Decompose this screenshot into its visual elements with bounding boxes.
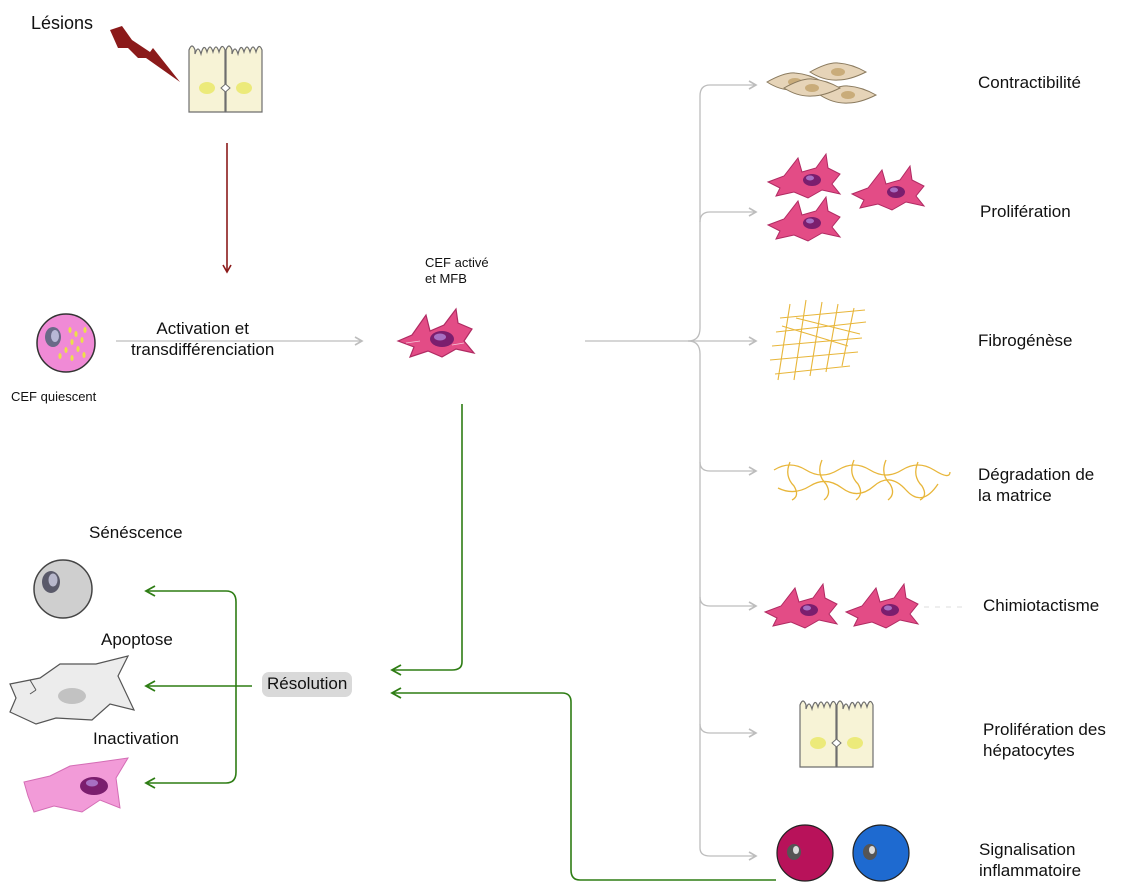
fibrogenesis-icon	[769, 299, 867, 381]
apoptotic-cell-icon	[9, 655, 136, 725]
outcome-chimiotactisme: Chimiotactisme	[983, 596, 1100, 615]
inactivation-label: Inactivation	[93, 729, 179, 748]
outcome-fibrogenese: Fibrogénèse	[978, 331, 1073, 350]
outcome-proliferation-hepatocytes: Prolifération des hépatocytes	[983, 720, 1106, 760]
lesions-label: Lésions	[31, 13, 94, 33]
inflammatory-cells-icon	[776, 824, 910, 882]
outcome-degradation-matrice: Dégradation de la matrice	[978, 465, 1095, 505]
matrix-degradation-icon	[773, 459, 951, 501]
activated-cell-icon	[397, 308, 475, 358]
senescence-label: Sénéscence	[89, 523, 183, 542]
contractile-cells-icon	[766, 62, 877, 104]
cef-quiescent-label: CEF quiescent	[11, 389, 97, 404]
hepatocyte-proliferation-icon	[799, 700, 874, 768]
outcome-proliferation: Prolifération	[980, 202, 1071, 221]
chemotaxis-cells-icon	[764, 583, 964, 629]
senescent-cell-icon	[33, 559, 93, 619]
outcome-branches	[585, 80, 758, 861]
proliferating-cells-icon	[767, 153, 925, 242]
inactivated-cell-icon	[23, 757, 129, 813]
apoptose-label: Apoptose	[101, 630, 173, 649]
hepatocyte-icon	[188, 45, 263, 113]
resolution-arrows	[144, 404, 776, 881]
outcome-contractibilite: Contractibilité	[978, 73, 1081, 92]
outcome-signalisation-inflammatoire: Signalisation inflammatoire	[979, 840, 1082, 880]
lesion-bolt-icon	[110, 26, 180, 82]
cef-active-label: CEF activé et MFB	[425, 255, 489, 286]
resolution-label: Résolution	[262, 672, 353, 697]
quiescent-cell-icon	[36, 313, 96, 373]
activation-label: Activation et transdifférenciation	[131, 319, 275, 359]
